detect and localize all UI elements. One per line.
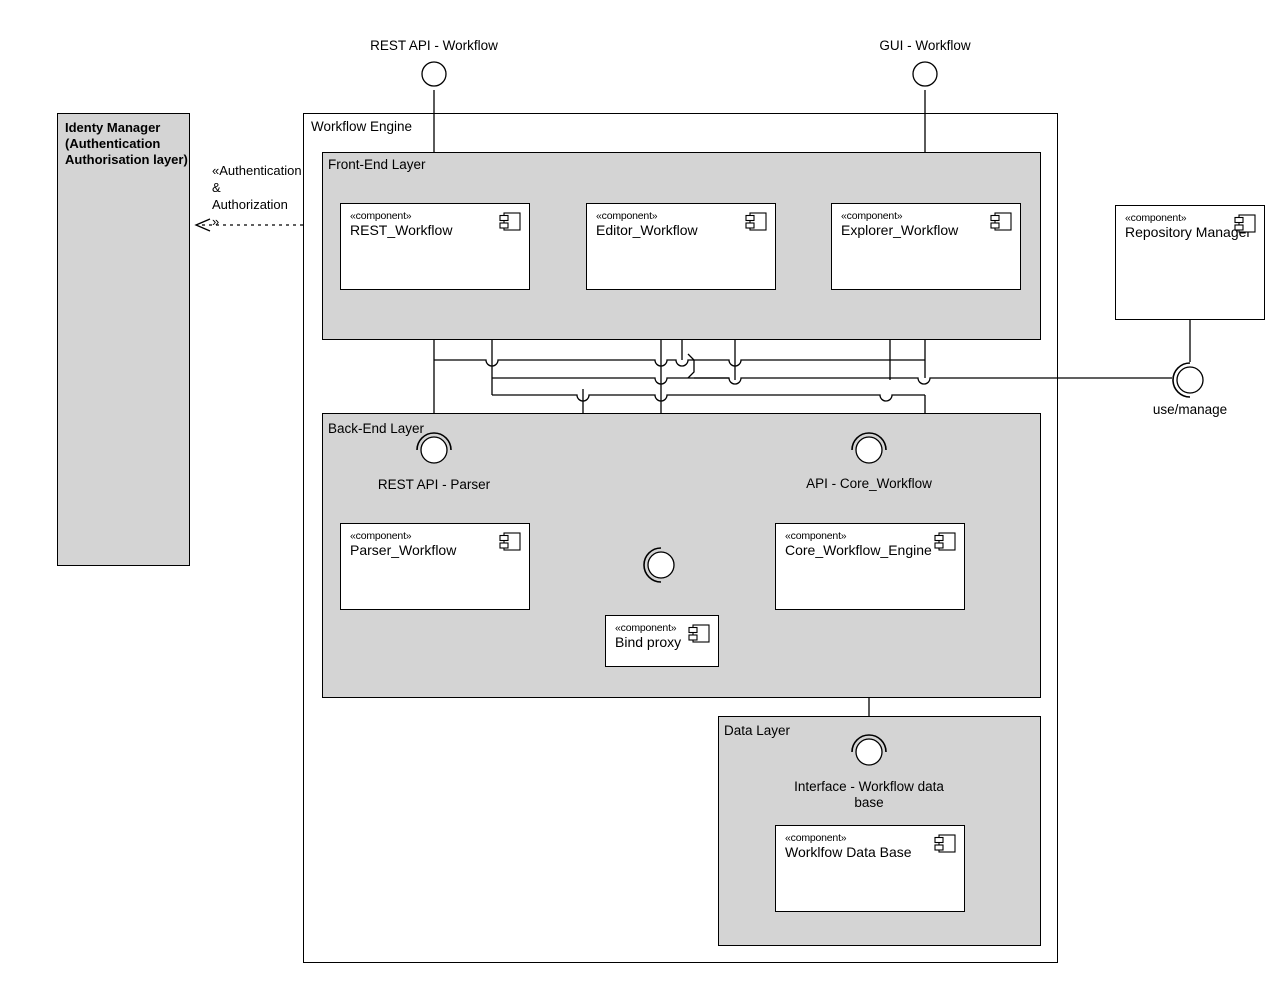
component-stereotype: «component» (350, 530, 412, 542)
uml-component-icon (934, 834, 956, 853)
component-name: Worklfow Data Base (785, 844, 912, 860)
interface-use-manage-label: use/manage (1152, 402, 1228, 417)
interface-bind-proxy-icon[interactable] (639, 543, 683, 587)
component-name: Parser_Workflow (350, 542, 457, 558)
component-stereotype: «component» (596, 210, 658, 222)
front-end-layer-label: Front-End Layer (328, 157, 426, 172)
component-name: Editor_Workflow (596, 222, 698, 238)
interface-api-core-workflow-icon[interactable] (847, 428, 891, 472)
component-workflow-data-base[interactable]: «component» Worklfow Data Base (775, 825, 965, 912)
interface-workflow-database-label: Interface - Workflow data base (794, 779, 944, 810)
interface-rest-api-parser-label: REST API - Parser (377, 477, 491, 492)
interface-use-manage-icon[interactable] (1168, 358, 1212, 402)
component-rest-workflow[interactable]: «component» REST_Workflow (340, 203, 530, 290)
component-editor-workflow[interactable]: «component» Editor_Workflow (586, 203, 776, 290)
component-core-workflow-engine[interactable]: «component» Core_Workflow_Engine (775, 523, 965, 610)
interface-gui-workflow-icon[interactable] (907, 56, 943, 92)
workflow-engine-label: Workflow Engine (311, 119, 413, 134)
dependency-label-line1: «Authentication (212, 163, 302, 178)
back-end-layer-label: Back-End Layer (328, 421, 425, 436)
workflow-engine-package[interactable] (303, 113, 1058, 963)
component-stereotype: «component» (615, 622, 677, 634)
dependency-label-line3: Authorization (212, 197, 288, 212)
dependency-label-line4: » (212, 214, 220, 229)
uml-component-icon (1234, 214, 1256, 233)
component-name: Repository Manager (1125, 224, 1252, 240)
component-stereotype: «component» (1125, 212, 1187, 224)
identity-manager-box[interactable]: Identy Manager (Authentication Authorisa… (57, 113, 190, 566)
dependency-label: «Authentication & Authorization » (212, 162, 302, 230)
uml-component-icon (688, 624, 710, 643)
component-name: Explorer_Workflow (841, 222, 959, 238)
interface-rest-api-parser-icon[interactable] (412, 428, 456, 472)
uml-component-icon (990, 212, 1012, 231)
interface-gui-workflow-label: GUI - Workflow (879, 38, 971, 53)
component-bind-proxy[interactable]: «component» Bind proxy (605, 615, 719, 667)
component-repository-manager[interactable]: «component» Repository Manager (1115, 205, 1265, 320)
component-stereotype: «component» (350, 210, 412, 222)
component-stereotype: «component» (785, 530, 847, 542)
component-explorer-workflow[interactable]: «component» Explorer_Workflow (831, 203, 1021, 290)
interface-api-core-workflow-label: API - Core_Workflow (806, 476, 932, 491)
uml-component-icon (745, 212, 767, 231)
identity-manager-label: Identy Manager (Authentication Authorisa… (65, 120, 188, 167)
interface-rest-api-workflow-label: REST API - Workflow (370, 38, 498, 53)
component-parser-workflow[interactable]: «component» Parser_Workflow (340, 523, 530, 610)
uml-component-icon (499, 212, 521, 231)
component-name: Core_Workflow_Engine (785, 542, 932, 558)
component-stereotype: «component» (785, 832, 847, 844)
dependency-label-line2: & (212, 180, 221, 195)
component-name: REST_Workflow (350, 222, 453, 238)
component-stereotype: «component» (841, 210, 903, 222)
data-layer-label: Data Layer (724, 723, 791, 738)
uml-component-icon (499, 532, 521, 551)
uml-component-icon (934, 532, 956, 551)
component-name: Bind proxy (615, 634, 682, 650)
interface-rest-api-workflow-icon[interactable] (416, 56, 452, 92)
interface-workflow-database-icon[interactable] (847, 730, 891, 774)
